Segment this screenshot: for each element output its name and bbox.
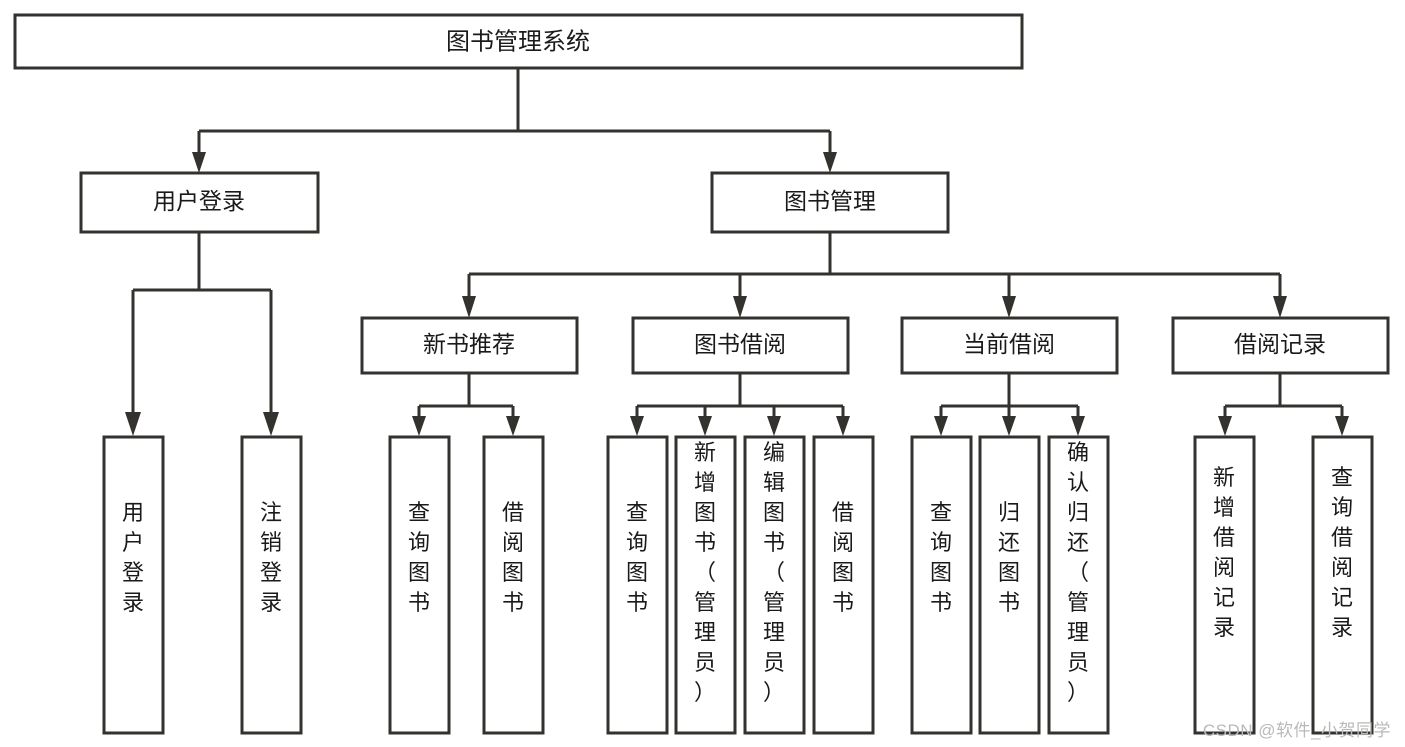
node-root-label: 图书管理系统 (446, 28, 590, 55)
leaf-add-book[interactable]: 新增图书（管理员） (674, 435, 737, 735)
leaf-user-login-box[interactable] (102, 435, 165, 735)
node-borrow-record-box[interactable] (1171, 316, 1390, 375)
node-book-management-box[interactable] (710, 171, 950, 234)
leaf-confirm-return-label: 确认归还（管理员） (1067, 440, 1089, 705)
leaf-edit-book-label: 编辑图书（管理员） (763, 440, 785, 705)
leaf-add-record-box[interactable] (1193, 435, 1256, 735)
node-new-book-recommend-box[interactable] (360, 316, 579, 375)
leaf-query-record-label: 查询借阅记录 (1331, 465, 1353, 640)
node-book-borrow[interactable]: 图书借阅 (631, 316, 850, 375)
leaf-query-book-3[interactable]: 查询图书 (910, 435, 973, 735)
arrow-to-leaf-return-book (1002, 416, 1016, 436)
arrow-to-leaf-add-record (1218, 416, 1232, 436)
leaf-query-record-box[interactable] (1311, 435, 1374, 735)
leaf-confirm-return-box[interactable] (1047, 435, 1110, 735)
node-root[interactable]: 图书管理系统 (13, 13, 1024, 70)
node-user-login[interactable]: 用户登录 (79, 171, 320, 234)
node-new-book-recommend-label: 新书推荐 (423, 331, 515, 357)
leaf-confirm-return[interactable]: 确认归还（管理员） (1047, 435, 1110, 735)
connector-book-borrow-to-leaves (635, 373, 845, 418)
leaf-edit-book[interactable]: 编辑图书（管理员） (743, 435, 806, 735)
connector-new-book-recommend-to-leaves (417, 373, 515, 418)
leaf-logout-label: 注销登录 (260, 500, 282, 615)
leaf-return-book-box[interactable] (978, 435, 1041, 735)
leaf-user-login-label: 用户登录 (122, 500, 144, 615)
leaf-add-book-box[interactable] (674, 435, 737, 735)
leaf-return-book-label: 归还图书 (998, 500, 1020, 615)
leaf-query-book-3-label: 查询图书 (930, 500, 952, 615)
leaf-return-book[interactable]: 归还图书 (978, 435, 1041, 735)
leaf-query-book-1-label: 查询图书 (408, 500, 430, 615)
connector-borrow-record-to-leaves (1223, 373, 1344, 418)
arrow-to-leaf-add-book (698, 416, 712, 436)
leaf-query-book-3-box[interactable] (910, 435, 973, 735)
leaf-query-book-1[interactable]: 查询图书 (388, 435, 451, 735)
arrow-to-leaf-logout (263, 412, 279, 436)
leaf-query-book-2-label: 查询图书 (626, 500, 648, 615)
leaf-add-record-label: 新增借阅记录 (1213, 465, 1235, 640)
leaf-borrow-book-2-box[interactable] (812, 435, 875, 735)
arrow-to-borrow-record (1273, 296, 1287, 318)
leaf-logout[interactable]: 注销登录 (240, 435, 303, 735)
node-new-book-recommend[interactable]: 新书推荐 (360, 316, 579, 375)
leaf-borrow-book-2[interactable]: 借阅图书 (812, 435, 875, 735)
node-book-management[interactable]: 图书管理 (710, 171, 950, 234)
leaf-logout-box[interactable] (240, 435, 303, 735)
connector-book-management-to-level3 (467, 232, 1282, 297)
node-user-login-box[interactable] (79, 171, 320, 234)
arrow-to-user-login (192, 152, 206, 173)
leaf-add-book-label: 新增图书（管理员） (694, 440, 716, 705)
node-book-borrow-box[interactable] (631, 316, 850, 375)
connector-root-to-level2 (197, 68, 832, 160)
node-borrow-record[interactable]: 借阅记录 (1171, 316, 1390, 375)
arrow-to-leaf-query-book-2 (630, 416, 644, 436)
arrow-to-leaf-query-book-3 (934, 416, 948, 436)
node-current-borrow[interactable]: 当前借阅 (900, 316, 1119, 375)
arrow-to-book-management (823, 152, 837, 173)
leaf-query-book-2-box[interactable] (606, 435, 669, 735)
arrow-to-leaf-borrow-book-1 (506, 416, 520, 436)
node-book-management-label: 图书管理 (784, 188, 876, 214)
arrow-to-leaf-query-book-1 (412, 416, 426, 436)
arrow-to-leaf-confirm-return (1071, 416, 1085, 436)
node-current-borrow-box[interactable] (900, 316, 1119, 375)
leaf-borrow-book-1-box[interactable] (482, 435, 545, 735)
arrow-to-leaf-user-login (125, 412, 141, 436)
arrow-to-new-book-recommend (462, 296, 476, 318)
node-borrow-record-label: 借阅记录 (1234, 331, 1326, 357)
leaf-borrow-book-1[interactable]: 借阅图书 (482, 435, 545, 735)
node-user-login-label: 用户登录 (153, 188, 245, 214)
arrow-to-book-borrow (733, 296, 747, 318)
arrow-to-leaf-query-record (1335, 416, 1349, 436)
node-book-borrow-label: 图书借阅 (694, 331, 786, 357)
leaf-query-record[interactable]: 查询借阅记录 (1311, 435, 1374, 735)
connector-layer (125, 68, 1349, 436)
leaf-query-book-1-box[interactable] (388, 435, 451, 735)
leaf-edit-book-box[interactable] (743, 435, 806, 735)
arrow-to-current-borrow (1002, 296, 1016, 318)
node-current-borrow-label: 当前借阅 (963, 331, 1055, 357)
connector-user-login-to-leaves (131, 232, 273, 412)
arrow-to-leaf-edit-book (767, 416, 781, 436)
leaf-user-login[interactable]: 用户登录 (102, 435, 165, 735)
leaf-borrow-book-1-label: 借阅图书 (502, 500, 524, 615)
leaf-borrow-book-2-label: 借阅图书 (832, 500, 854, 615)
node-root-box[interactable] (13, 13, 1024, 70)
leaf-add-record[interactable]: 新增借阅记录 (1193, 435, 1256, 735)
arrow-to-leaf-borrow-book-2 (836, 416, 850, 436)
connector-current-borrow-to-leaves (939, 373, 1080, 418)
leaf-query-book-2[interactable]: 查询图书 (606, 435, 669, 735)
